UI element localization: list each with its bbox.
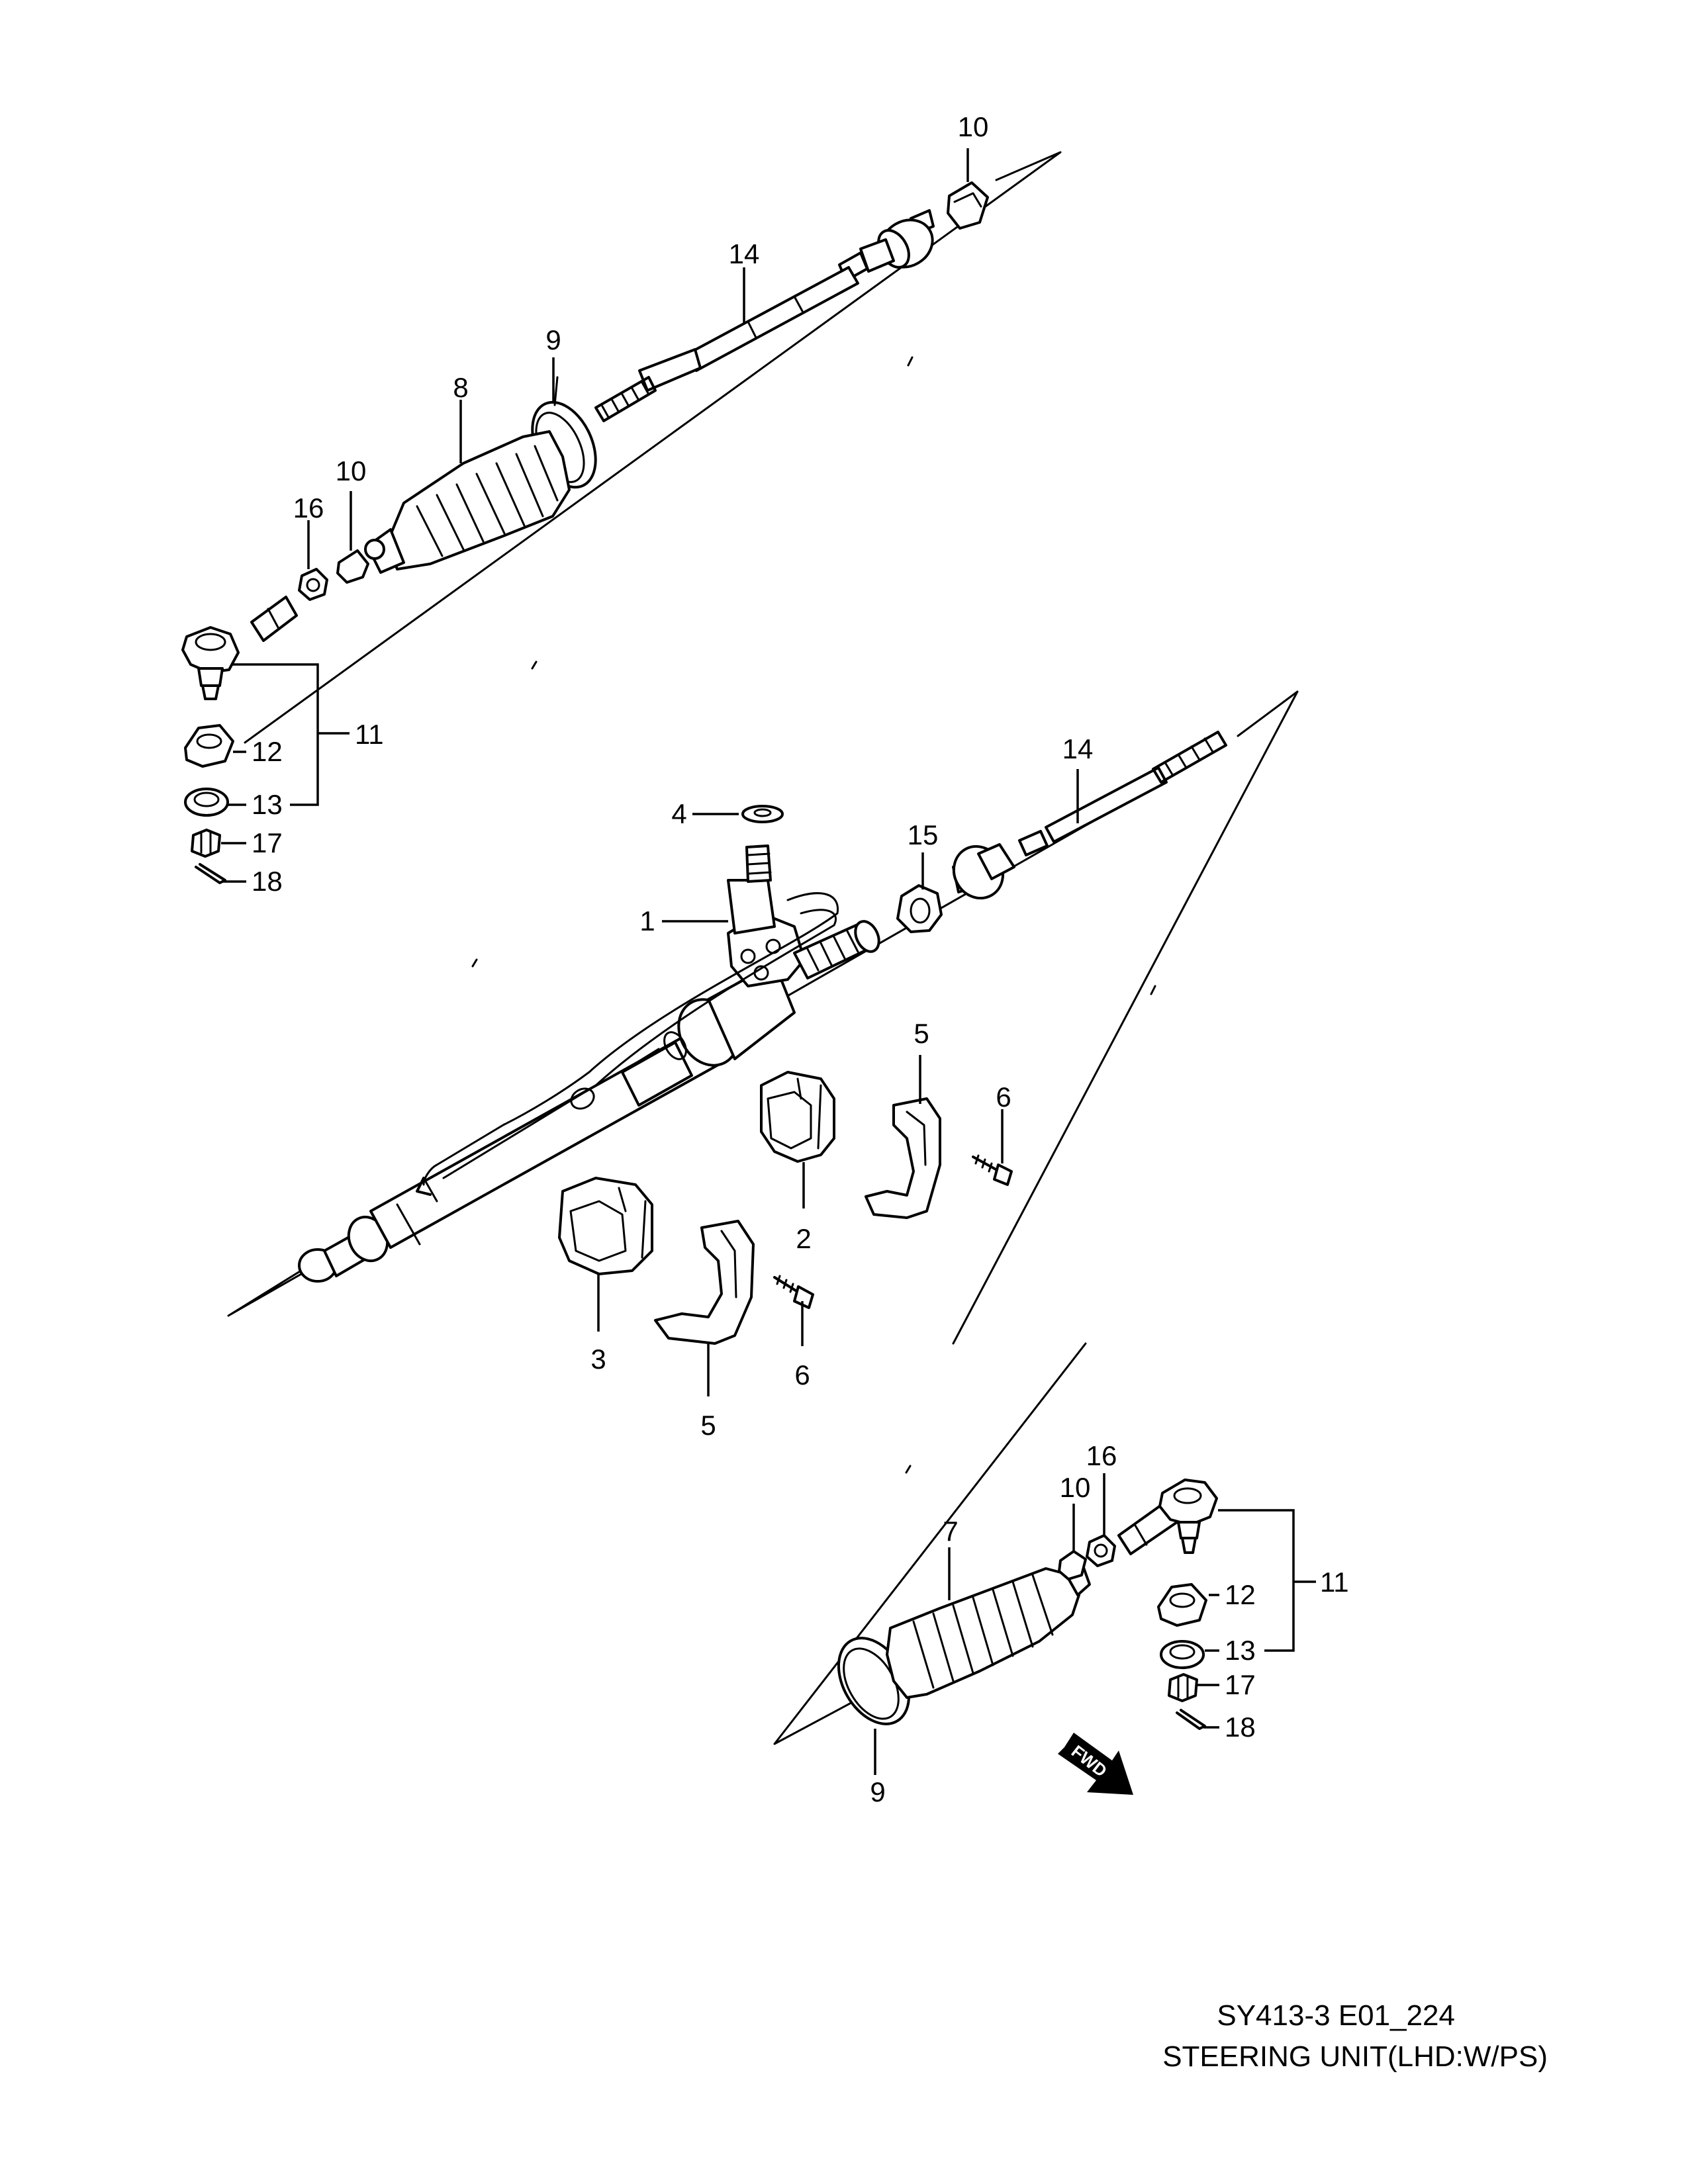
part-11-tie-rod-end-bottom xyxy=(1117,1479,1218,1555)
callout-16: 16 xyxy=(293,492,324,523)
part-11-tie-rod-end-top xyxy=(181,596,298,700)
callout-12: 12 xyxy=(252,736,283,767)
callout-13: 13 xyxy=(1225,1635,1256,1666)
callout-2: 2 xyxy=(796,1223,811,1254)
callout-15: 15 xyxy=(908,819,939,850)
callout-14: 14 xyxy=(729,238,760,269)
callout-17: 17 xyxy=(252,827,283,858)
callout-11: 11 xyxy=(355,719,384,750)
part-14-tie-rod-mid xyxy=(952,731,1227,900)
part-3-bushing-left xyxy=(558,1177,653,1275)
diagram-code: SY413-3 E01_224 xyxy=(1217,1999,1455,2032)
callout-labels: 10 14 9 8 10 16 11 12 13 17 18 4 1 14 15… xyxy=(252,111,1349,1807)
leader-lines xyxy=(221,148,1316,1775)
part-13-seal-ring-top xyxy=(184,788,229,817)
part-15-lock-nut xyxy=(896,884,943,933)
callout-7: 7 xyxy=(943,1516,958,1547)
callout-9: 9 xyxy=(545,324,561,355)
part-13-seal-ring-bottom xyxy=(1160,1640,1205,1669)
callout-11: 11 xyxy=(1320,1567,1349,1598)
part-12-grease-seal-bottom xyxy=(1157,1583,1207,1627)
callout-3: 3 xyxy=(590,1343,606,1375)
callout-18: 18 xyxy=(1225,1711,1256,1743)
frame-upper-assembly xyxy=(244,151,1062,744)
part-1-steering-gear-case xyxy=(298,844,880,1283)
frame-lower-assembly xyxy=(773,1342,1087,1745)
callout-6: 6 xyxy=(996,1081,1011,1113)
callout-10: 10 xyxy=(958,111,989,142)
part-6-bolt-right xyxy=(972,1154,1013,1186)
part-5-bracket-left xyxy=(654,1220,755,1345)
part-17-castle-nut-bottom xyxy=(1168,1673,1198,1702)
callout-4: 4 xyxy=(671,798,686,829)
callout-10: 10 xyxy=(1060,1472,1091,1503)
part-12-grease-seal-top xyxy=(184,724,234,768)
part-10-lock-washer-mid xyxy=(336,549,369,584)
part-16-nut-top xyxy=(298,568,328,601)
part-4-washer xyxy=(741,805,784,823)
callout-10: 10 xyxy=(336,455,367,486)
part-2-bushing-right xyxy=(760,1071,835,1163)
part-6-bolt-left xyxy=(773,1275,814,1309)
part-17-castle-nut-top xyxy=(191,829,221,858)
part-14-tie-rod-top xyxy=(594,209,935,422)
callout-14: 14 xyxy=(1062,733,1094,764)
part-7-boot-bottom xyxy=(886,1565,1091,1699)
part-8-boot-top xyxy=(364,430,571,574)
callout-9: 9 xyxy=(870,1776,885,1807)
part-18-cotter-pin-top xyxy=(195,863,226,884)
callout-5: 5 xyxy=(700,1410,716,1441)
part-18-cotter-pin-bottom xyxy=(1176,1709,1206,1730)
fwd-arrow-icon: FWD xyxy=(1058,1733,1133,1795)
diagram-title: STEERING UNIT(LHD:W/PS) xyxy=(1162,2040,1548,2073)
callout-5: 5 xyxy=(914,1018,929,1049)
callout-13: 13 xyxy=(252,789,283,820)
callout-8: 8 xyxy=(453,372,468,403)
part-16-nut-bottom xyxy=(1086,1534,1116,1567)
callout-1: 1 xyxy=(639,905,655,936)
part-10-lock-washer-bottom xyxy=(1058,1550,1087,1580)
part-5-bracket-right xyxy=(865,1097,941,1219)
part-10-lock-washer-top xyxy=(947,181,989,230)
callout-18: 18 xyxy=(252,866,283,897)
callout-16: 16 xyxy=(1086,1440,1117,1471)
callout-17: 17 xyxy=(1225,1669,1256,1700)
callout-6: 6 xyxy=(794,1359,810,1390)
callout-12: 12 xyxy=(1225,1579,1256,1610)
